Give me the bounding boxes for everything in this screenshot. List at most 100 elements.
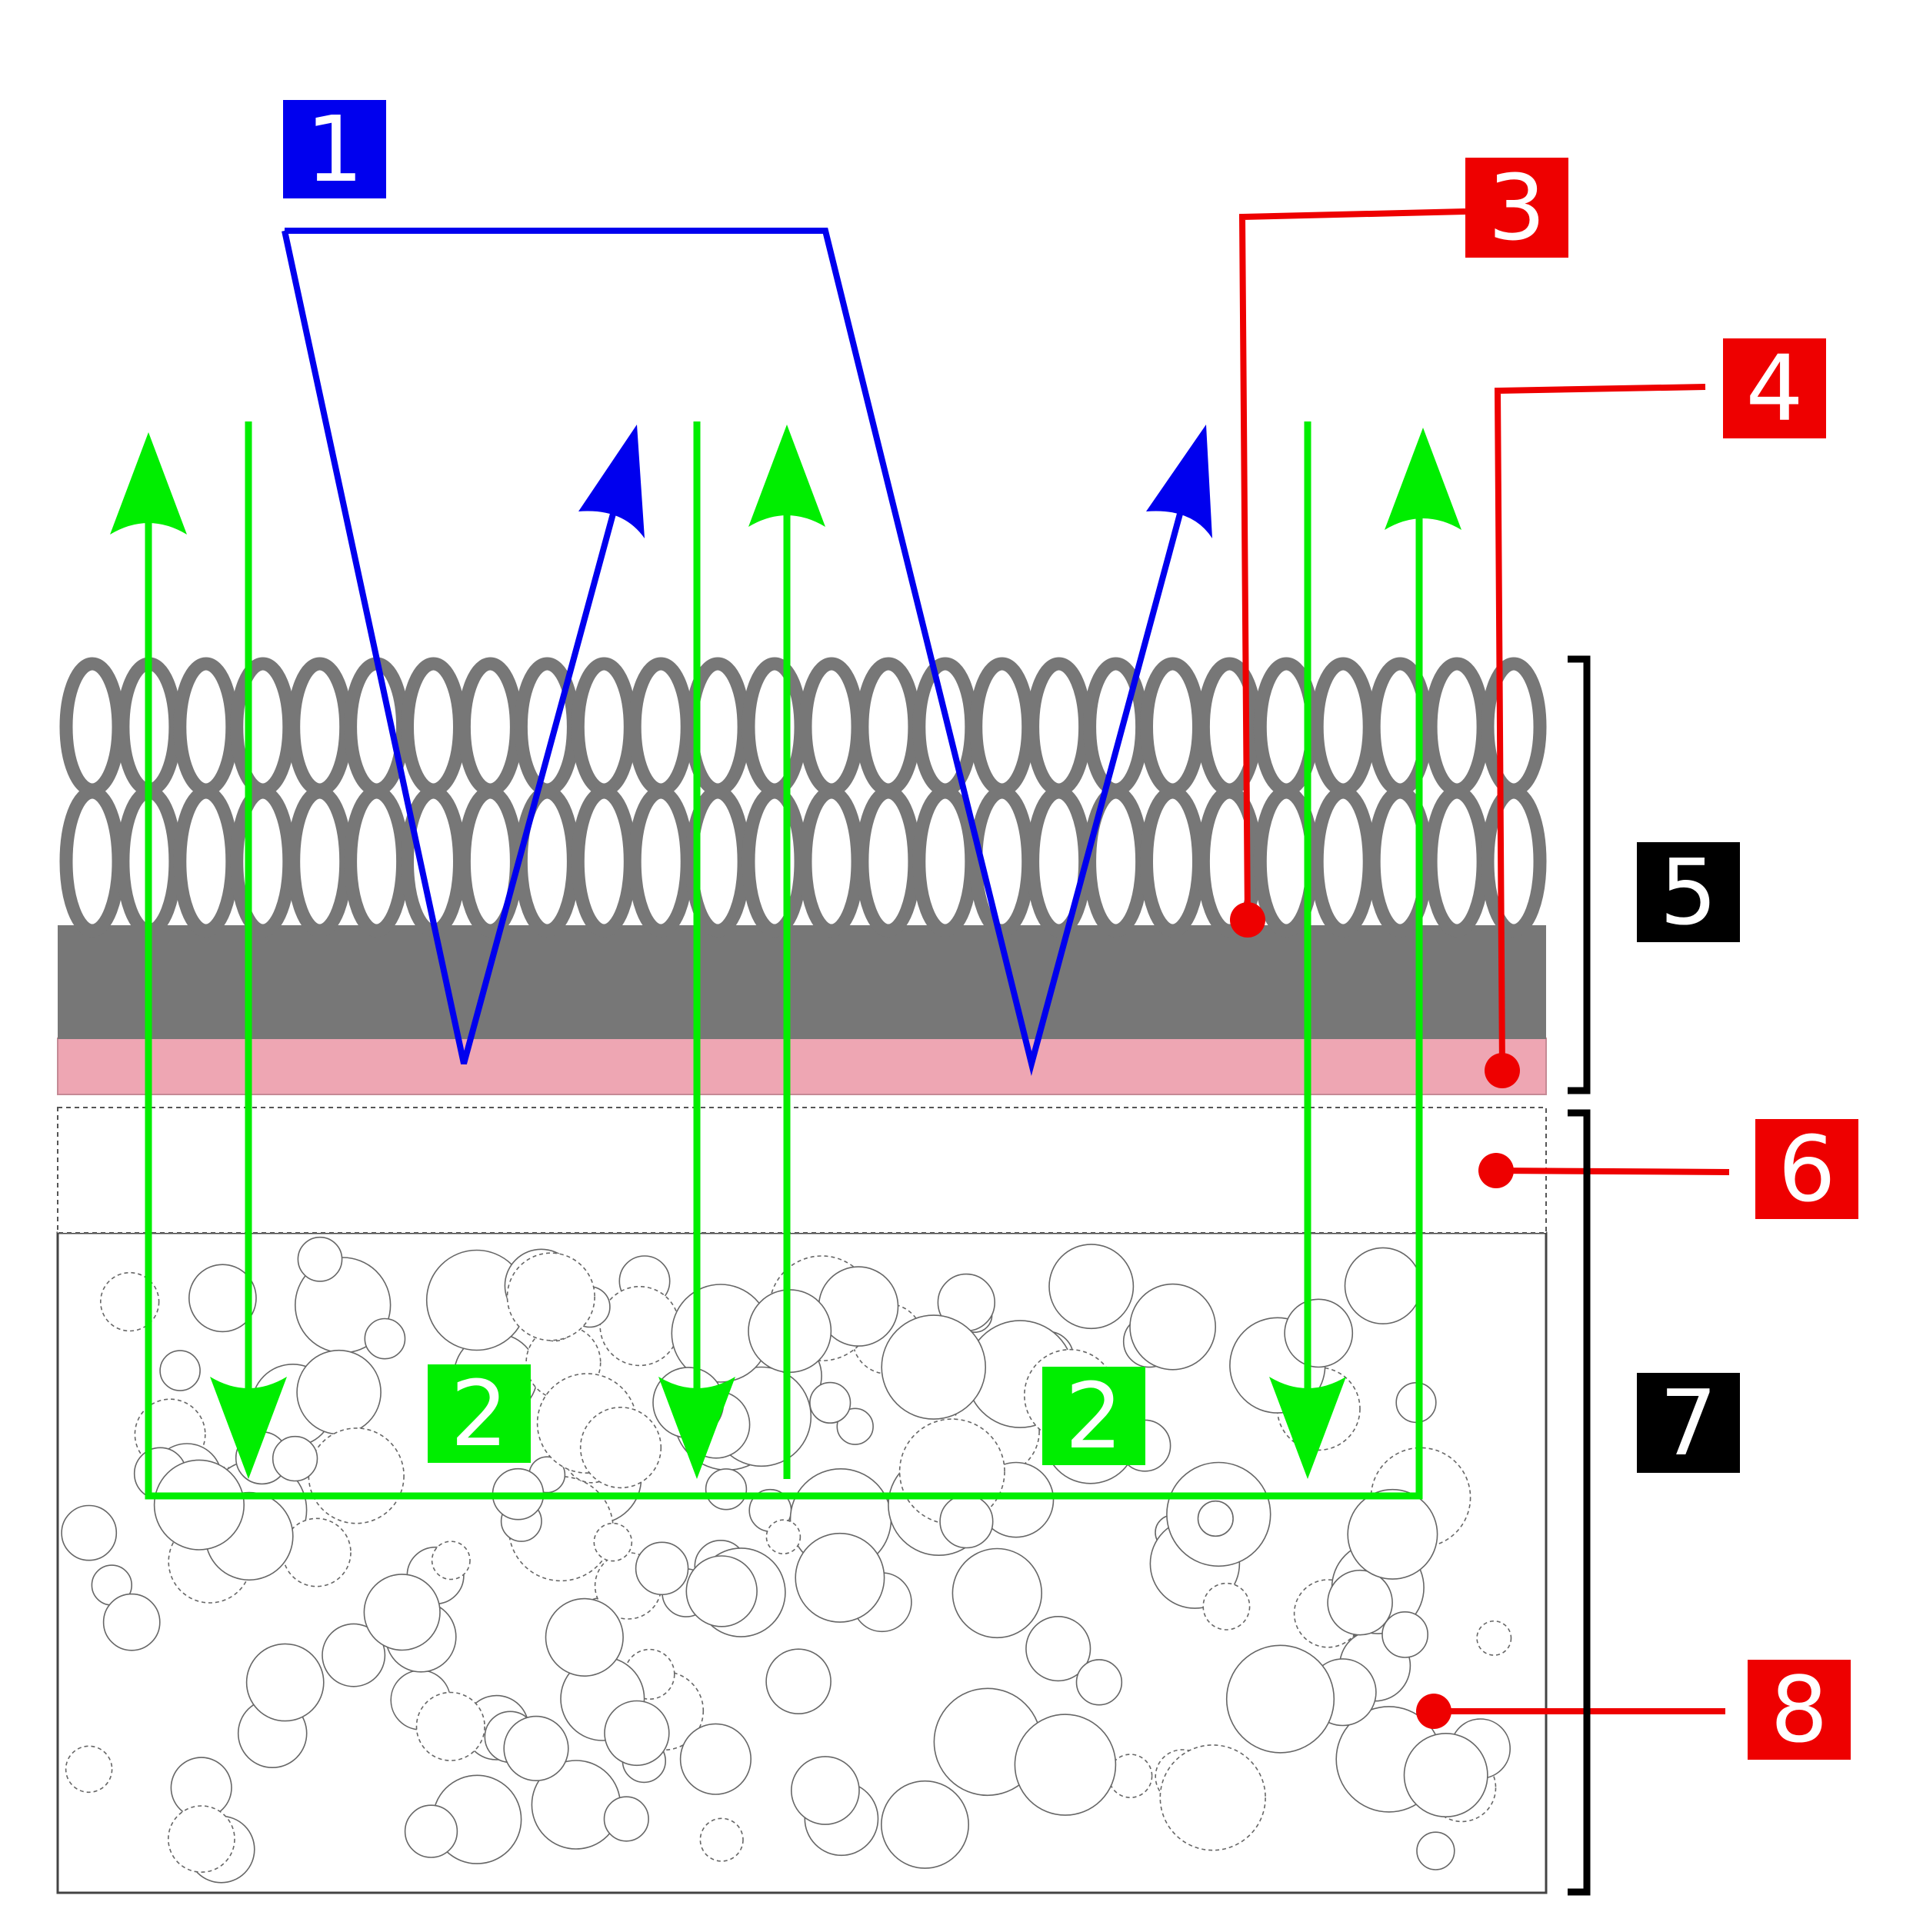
soil-bubble bbox=[65, 1745, 113, 1794]
fiber-loop bbox=[742, 785, 808, 938]
fiber-loop bbox=[1481, 785, 1547, 938]
fiber-loop bbox=[798, 785, 865, 938]
soil-bubble bbox=[765, 1519, 802, 1554]
soil-bubble bbox=[579, 1406, 662, 1489]
fiber-loop bbox=[969, 657, 1035, 797]
fiber-loop bbox=[628, 785, 694, 938]
red-dots bbox=[1230, 902, 1520, 1729]
soil-bubble bbox=[795, 1532, 885, 1623]
soil-bubbles bbox=[61, 1236, 1512, 1884]
fiber-loop bbox=[173, 785, 239, 938]
fiber-loop bbox=[1310, 657, 1376, 797]
fiber-loop bbox=[401, 657, 466, 797]
label-4: 4 bbox=[1723, 338, 1826, 438]
label-3: 3 bbox=[1465, 158, 1568, 258]
fiber-loop bbox=[287, 657, 353, 797]
green-arrowhead-up-2 bbox=[748, 425, 825, 527]
soil-bubble bbox=[272, 1435, 318, 1482]
soil-bubble bbox=[1025, 1616, 1091, 1682]
fiber-loops bbox=[59, 657, 1547, 938]
soil-bubble bbox=[506, 1252, 595, 1341]
label-1: 1 bbox=[283, 100, 386, 198]
label-8: 8 bbox=[1748, 1660, 1851, 1760]
fiber-loop bbox=[1424, 657, 1490, 797]
soil-bubble bbox=[61, 1504, 118, 1561]
soil-bubble bbox=[1284, 1298, 1354, 1368]
fiber-loop bbox=[571, 785, 637, 938]
red-callouts bbox=[1238, 208, 1730, 1714]
soil-bubble bbox=[415, 1691, 485, 1761]
green-arrowhead-down-1 bbox=[210, 1377, 287, 1479]
soil-bubble bbox=[604, 1700, 670, 1767]
fiber-loop bbox=[855, 785, 922, 938]
fiber-loop bbox=[59, 785, 125, 938]
soil-bubble bbox=[1403, 1733, 1488, 1818]
fiber-loop bbox=[1026, 785, 1092, 938]
soil-bubble bbox=[1129, 1283, 1216, 1371]
soil-bubble bbox=[881, 1314, 986, 1420]
fiber-loop bbox=[855, 657, 922, 797]
callout-3-dot bbox=[1230, 902, 1265, 938]
green-arrowhead-down-3 bbox=[1269, 1377, 1346, 1479]
layer-backing bbox=[58, 925, 1546, 1039]
soil-bubble bbox=[1048, 1244, 1135, 1330]
label-7: 7 bbox=[1637, 1373, 1740, 1473]
fiber-loop bbox=[798, 657, 865, 797]
soil-bubble bbox=[593, 1522, 633, 1562]
soil-bubble bbox=[1014, 1714, 1117, 1816]
soil-bubble bbox=[809, 1381, 852, 1424]
fiber-loop bbox=[1140, 657, 1205, 797]
fiber-loop bbox=[173, 657, 239, 797]
soil-bubble bbox=[1108, 1754, 1153, 1799]
soil-bubble bbox=[1197, 1500, 1234, 1537]
callout-4-line bbox=[1494, 384, 1706, 1071]
fiber-loop bbox=[1481, 657, 1547, 797]
soil-bubble bbox=[685, 1555, 758, 1627]
soil-bubble bbox=[308, 1427, 405, 1524]
soil-bubble bbox=[635, 1541, 689, 1596]
blue-arrowhead-1 bbox=[578, 425, 645, 538]
soil-bubble bbox=[1075, 1659, 1123, 1706]
soil-bubble bbox=[1347, 1488, 1438, 1580]
blue-path bbox=[285, 228, 1183, 1076]
soil-bubble bbox=[503, 1715, 569, 1781]
soil-bubble bbox=[705, 1468, 748, 1511]
green-return-path bbox=[145, 500, 1423, 1500]
fiber-loop bbox=[344, 657, 410, 797]
green-arrowhead-up-3 bbox=[1385, 428, 1461, 530]
soil-bubble bbox=[699, 1817, 744, 1862]
soil-bubble bbox=[245, 1643, 325, 1722]
soil-bubble bbox=[1381, 1611, 1429, 1658]
soil-bubble bbox=[1476, 1620, 1512, 1656]
soil-bubble bbox=[1225, 1644, 1335, 1754]
soil-bubble bbox=[545, 1597, 624, 1677]
fiber-loop bbox=[230, 785, 296, 938]
fiber-loop bbox=[287, 785, 353, 938]
soil-bubble bbox=[297, 1236, 343, 1282]
soil-bubble bbox=[322, 1623, 386, 1687]
layer-intermediate bbox=[57, 1107, 1547, 1234]
callout-6-dot bbox=[1478, 1153, 1514, 1188]
soil-bubble bbox=[836, 1407, 874, 1445]
label-5: 5 bbox=[1637, 842, 1740, 942]
label-2-left: 2 bbox=[428, 1364, 531, 1463]
blue-arrowhead-2 bbox=[1146, 425, 1212, 538]
fiber-loop bbox=[1026, 657, 1092, 797]
soil-bubble bbox=[99, 1271, 160, 1332]
soil-bubble bbox=[939, 1494, 994, 1549]
callout-3-line bbox=[1238, 208, 1466, 921]
brackets bbox=[1568, 655, 1591, 1896]
fiber-loop bbox=[1140, 785, 1205, 938]
soil-bubble bbox=[363, 1574, 441, 1651]
soil-bubble bbox=[188, 1264, 257, 1333]
callout-6-line bbox=[1495, 1168, 1730, 1175]
fiber-loop bbox=[1424, 785, 1490, 938]
fiber-loop bbox=[457, 657, 523, 797]
soil-bubble bbox=[159, 1350, 201, 1391]
soil-bubble bbox=[603, 1796, 649, 1842]
soil-bubble bbox=[1159, 1744, 1266, 1851]
blue-reflection bbox=[282, 228, 1183, 1076]
soil-bubble bbox=[679, 1723, 752, 1795]
label-2-right: 2 bbox=[1042, 1367, 1145, 1465]
